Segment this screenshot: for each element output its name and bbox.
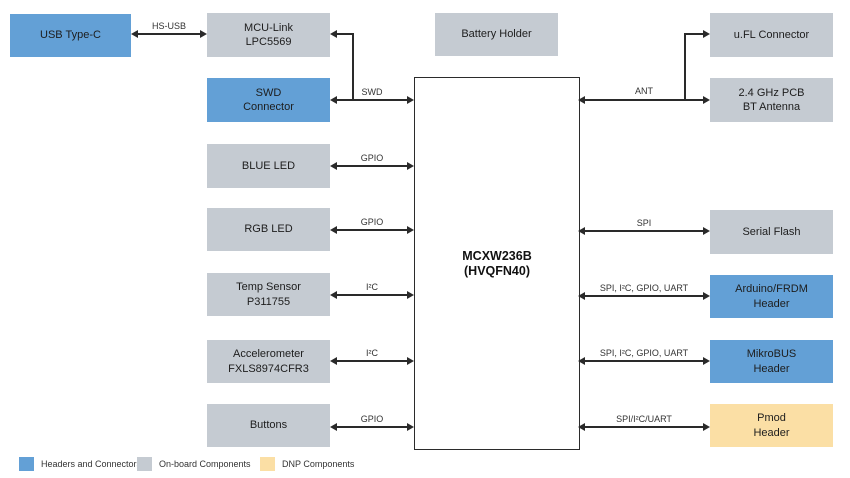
arrowhead [330, 357, 337, 365]
block-arduino-frdm-header: Arduino/FRDM Header [710, 275, 833, 318]
connection-label-gpio-buttons: GPIO [360, 414, 384, 424]
connection-label-pmod-bus: SPI/I²C/UART [616, 414, 672, 424]
arrowhead [407, 96, 414, 104]
ant-branch-vline [684, 33, 686, 101]
block-swd-connector: SWD Connector [207, 78, 330, 122]
gpio-blue-led-line [334, 165, 410, 167]
arrowhead [703, 292, 710, 300]
arrowhead [407, 162, 414, 170]
arrowhead [703, 30, 710, 38]
block-mcu-link: MCU-Link LPC5569 [207, 13, 330, 57]
connection-label-gpio-blue-led: GPIO [360, 153, 384, 163]
legend-label-onboard-components: On-board Components [159, 459, 251, 469]
gpio-rgb-led-line [334, 229, 410, 231]
connection-label-swd: SWD [361, 87, 383, 97]
arduino-bus-line [582, 295, 706, 297]
hs-usb-line [135, 33, 203, 35]
i2c-temp-line [334, 294, 410, 296]
legend-item-headers-connectors: Headers and Connectors [19, 457, 141, 471]
spi-line [582, 230, 706, 232]
i2c-accel-line [334, 360, 410, 362]
ant-branch-line [684, 33, 706, 35]
block-battery-holder: Battery Holder [435, 13, 558, 56]
arrowhead [330, 226, 337, 234]
arrowhead [578, 423, 585, 431]
arrowhead [578, 96, 585, 104]
arrowhead [578, 357, 585, 365]
connection-label-gpio-rgb-led: GPIO [360, 217, 384, 227]
connection-label-ant: ANT [635, 86, 653, 96]
arrowhead [407, 357, 414, 365]
arrowhead [131, 30, 138, 38]
legend-label-headers-connectors: Headers and Connectors [41, 459, 142, 469]
arrowhead [407, 226, 414, 234]
block-serial-flash: Serial Flash [710, 210, 833, 254]
arrowhead [330, 291, 337, 299]
block-bt-antenna: 2.4 GHz PCB BT Antenna [710, 78, 833, 122]
block-pmod-header: Pmod Header [710, 404, 833, 447]
block-buttons: Buttons [207, 404, 330, 447]
legend-item-onboard-components: On-board Components [137, 457, 251, 471]
arrowhead [703, 227, 710, 235]
arrowhead [330, 423, 337, 431]
arrowhead [407, 423, 414, 431]
arrowhead [703, 357, 710, 365]
mcu-link-stub-vline [352, 33, 354, 101]
arrowhead [330, 162, 337, 170]
block-mikrobus-header: MikroBUS Header [710, 340, 833, 383]
connection-label-arduino-bus: SPI, I²C, GPIO, UART [599, 283, 689, 293]
gpio-buttons-line [334, 426, 410, 428]
block-rgb-led: RGB LED [207, 208, 330, 251]
arrowhead [330, 96, 337, 104]
block-blue-led: BLUE LED [207, 144, 330, 188]
arrowhead [578, 227, 585, 235]
block-ufl-connector: u.FL Connector [710, 13, 833, 57]
block-usb-type-c: USB Type-C [10, 14, 131, 57]
arrowhead [200, 30, 207, 38]
legend-swatch-onboard-components [137, 457, 152, 471]
arrowhead [703, 96, 710, 104]
block-temp-sensor: Temp Sensor P311755 [207, 273, 330, 316]
connection-label-i2c-accel: I²C [366, 348, 378, 358]
arrowhead [703, 423, 710, 431]
legend-swatch-headers-connectors [19, 457, 34, 471]
ant-line [582, 99, 706, 101]
mikrobus-bus-line [582, 360, 706, 362]
legend-item-dnp-components: DNP Components [260, 457, 354, 471]
mcu-link-stub-line [334, 33, 354, 35]
pmod-bus-line [582, 426, 706, 428]
legend-label-dnp-components: DNP Components [282, 459, 355, 469]
arrowhead [578, 292, 585, 300]
connection-label-mikrobus-bus: SPI, I²C, GPIO, UART [599, 348, 689, 358]
connection-label-spi: SPI [636, 218, 652, 228]
legend-swatch-dnp-components [260, 457, 275, 471]
swd-line [334, 99, 410, 101]
block-accelerometer: Accelerometer FXLS8974CFR3 [207, 340, 330, 383]
connection-label-i2c-temp: I²C [366, 282, 378, 292]
arrowhead [407, 291, 414, 299]
arrowhead [330, 30, 337, 38]
connection-label-hs-usb: HS-USB [151, 21, 186, 31]
block-mcxw236b-chip: MCXW236B (HVQFN40) [414, 77, 580, 450]
